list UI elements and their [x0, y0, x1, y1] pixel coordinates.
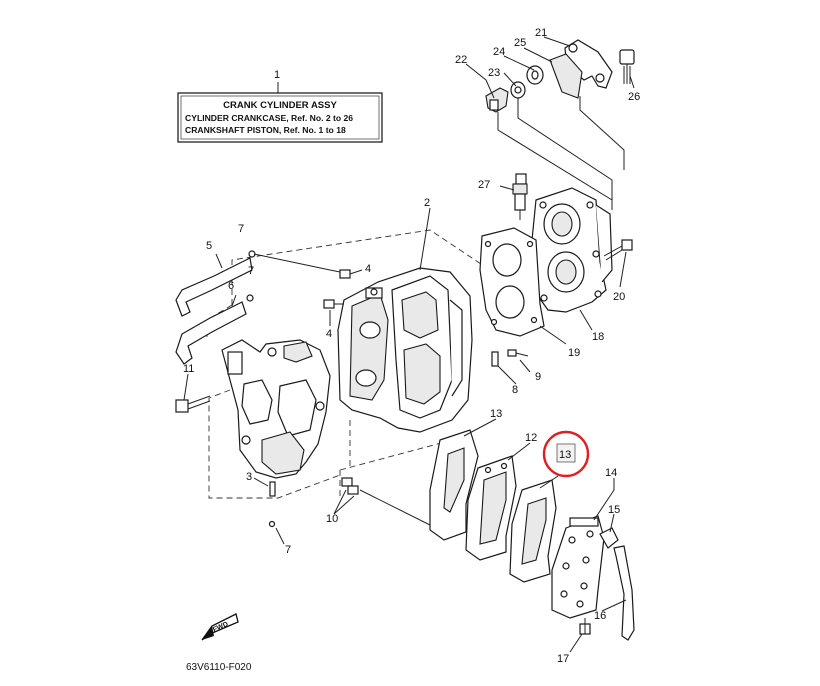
- callout-3[interactable]: 3: [246, 471, 252, 483]
- callout-1[interactable]: 1: [274, 69, 280, 81]
- assembly-title: CRANK CYLINDER ASSY: [223, 100, 337, 111]
- callout-numbers: 2 3 4 4 5 6 7 7 7 8 9 10 11 12 13 13 14 …: [183, 27, 640, 665]
- leader-2: [419, 207, 431, 271]
- assembly-label-box: 1 CRANK CYLINDER ASSY CYLINDER CRANKCASE…: [177, 69, 383, 143]
- forward-arrow: FWD: [201, 613, 239, 641]
- exhaust-cover-14: [551, 515, 605, 619]
- callout-10[interactable]: 10: [326, 513, 338, 525]
- assembly-line-2: CRANKSHAFT PISTON, Ref. No. 1 to 18: [185, 125, 346, 135]
- leaders-mid-right: [539, 309, 593, 345]
- callout-13-highlighted[interactable]: 13: [559, 449, 571, 461]
- callout-12[interactable]: 12: [525, 432, 537, 444]
- gasket-13-right: [509, 479, 557, 583]
- hoses: [175, 253, 253, 365]
- callout-4a[interactable]: 4: [365, 263, 371, 275]
- callout-14[interactable]: 14: [605, 467, 617, 479]
- spark-plug: [499, 173, 528, 220]
- callout-25[interactable]: 25: [514, 37, 526, 49]
- callout-7a[interactable]: 7: [238, 223, 244, 235]
- parts-8-9: [491, 349, 531, 385]
- gasket-13: [429, 429, 479, 541]
- callout-26[interactable]: 26: [628, 91, 640, 103]
- callout-7c[interactable]: 7: [285, 544, 291, 556]
- assembly-line-1: CYLINDER CRANKCASE, Ref. No. 2 to 26: [185, 113, 353, 123]
- bolt-11: [175, 373, 211, 413]
- callout-13[interactable]: 13: [490, 408, 502, 420]
- bolts-10: [333, 477, 441, 531]
- fittings-4-7: [246, 250, 363, 326]
- callout-17[interactable]: 17: [557, 653, 569, 665]
- highlight-box: [556, 443, 576, 463]
- cylinder-block: [337, 267, 473, 433]
- callout-11[interactable]: 11: [183, 363, 194, 375]
- crankcase: [221, 339, 331, 479]
- callout-27[interactable]: 27: [478, 179, 490, 191]
- cylinder-head-cover: [531, 187, 613, 313]
- bolt-20: [603, 239, 633, 288]
- callout-7b[interactable]: 7: [248, 265, 254, 277]
- fwd-label: FWD: [212, 621, 229, 634]
- bolt-17: [569, 618, 591, 653]
- leaders-upper-right: [465, 36, 635, 210]
- callout-5[interactable]: 5: [206, 240, 212, 252]
- highlight-circle: [542, 430, 590, 478]
- callout-8[interactable]: 8: [512, 384, 518, 396]
- callout-20[interactable]: 20: [613, 291, 625, 303]
- callout-21[interactable]: 21: [535, 27, 547, 39]
- callout-22[interactable]: 22: [455, 54, 467, 66]
- callout-16[interactable]: 16: [594, 610, 606, 622]
- callout-19[interactable]: 19: [568, 347, 580, 359]
- callout-15[interactable]: 15: [608, 504, 620, 516]
- cylinder-head-gasket: [479, 227, 545, 337]
- callout-2[interactable]: 2: [424, 197, 430, 209]
- dowel-pins-3-7: [253, 477, 285, 545]
- callout-4b[interactable]: 4: [326, 328, 332, 340]
- thermostat-cover-group: [485, 39, 635, 113]
- callout-24[interactable]: 24: [493, 46, 505, 58]
- fitting-and-hose: [599, 527, 635, 641]
- callout-6[interactable]: 6: [228, 280, 234, 292]
- diagram-code: 63V6110-F020: [186, 662, 252, 673]
- leaders-lower-right: [463, 418, 627, 612]
- callout-18[interactable]: 18: [592, 331, 604, 343]
- cover-plate-12: [465, 455, 517, 561]
- callout-9[interactable]: 9: [535, 371, 541, 383]
- callout-23[interactable]: 23: [488, 67, 500, 79]
